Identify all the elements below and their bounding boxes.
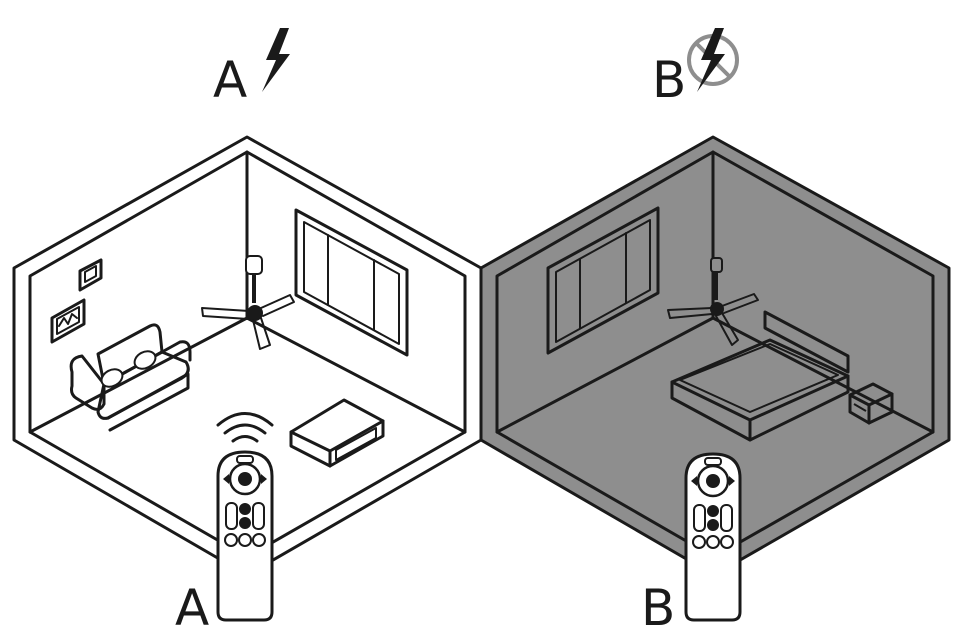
bed-icon (670, 310, 850, 442)
wall-picture-icon (50, 298, 86, 344)
ceiling-fan-a-icon (201, 255, 295, 350)
lightning-bolt-prohibited-icon (687, 28, 739, 92)
room-a-label: A (213, 51, 247, 109)
remote-a-label: A (175, 579, 209, 637)
sofa-icon (69, 323, 192, 432)
room-a (12, 135, 483, 577)
room-b-label: B (652, 51, 686, 109)
lightning-bolt-icon (262, 28, 290, 92)
wall-frame-small (78, 258, 103, 292)
remote-a-buttons[interactable] (223, 455, 267, 547)
wireless-signal-icon (216, 412, 274, 443)
remote-a-body (216, 450, 274, 622)
remote-control-a[interactable] (216, 412, 274, 622)
window-a (294, 208, 409, 357)
remote-control-b[interactable] (684, 452, 742, 622)
room-b (479, 135, 951, 577)
remote-b-label: B (641, 579, 675, 637)
window-b (546, 206, 660, 355)
nightstand-icon (848, 382, 894, 425)
tv-stand-icon (289, 398, 385, 468)
remote-b-buttons[interactable] (691, 457, 735, 549)
ceiling-fan-b-icon (667, 257, 759, 346)
room-b-corner (495, 150, 935, 434)
